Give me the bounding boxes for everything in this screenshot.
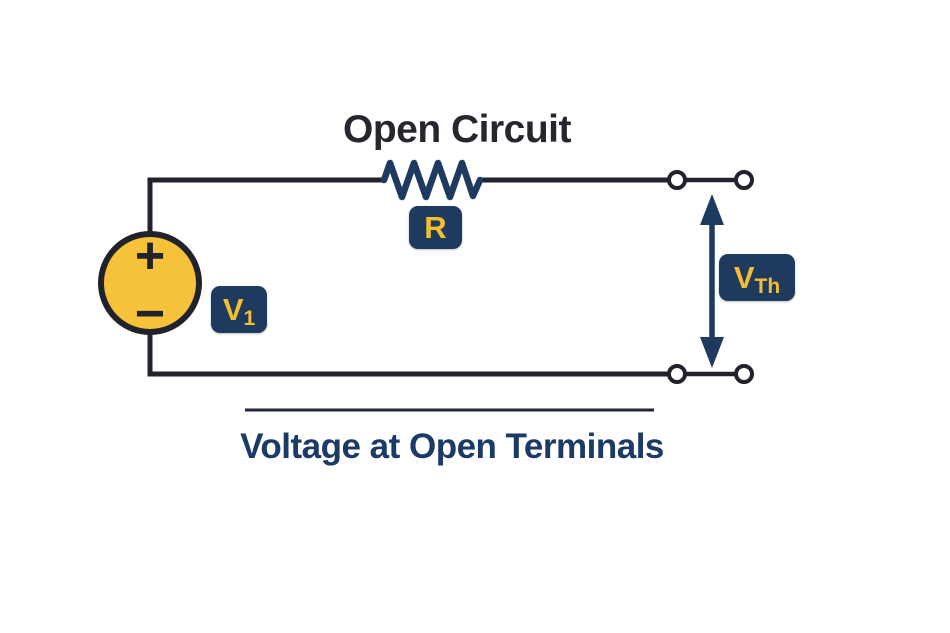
terminal-bottom-right — [734, 364, 754, 384]
thevenin-voltage-label: V Th — [719, 254, 795, 301]
resistor-label-text: R — [424, 210, 447, 245]
resistor-zigzag-icon — [380, 159, 484, 201]
terminal-top-right — [734, 170, 754, 190]
wire-bottom — [147, 333, 668, 377]
source-label-subscript: 1 — [243, 307, 256, 330]
diagram-caption: Voltage at Open Terminals — [240, 427, 664, 466]
source-label-base: V — [222, 292, 244, 327]
terminal-bottom-left — [667, 364, 687, 384]
vth-arrow-icon — [700, 194, 724, 368]
wire-top-left — [147, 177, 384, 233]
voltage-source-circle — [98, 231, 202, 335]
thevenin-label-subscript: Th — [754, 275, 781, 298]
source-plus-sign: + — [134, 227, 166, 285]
terminal-top-left — [667, 170, 687, 190]
source-minus-sign: − — [134, 285, 166, 343]
source-label: V 1 — [211, 286, 267, 333]
thevenin-label-base: V — [733, 260, 755, 295]
resistor-label: R — [409, 206, 462, 249]
diagram-title: Open Circuit — [342, 108, 572, 151]
